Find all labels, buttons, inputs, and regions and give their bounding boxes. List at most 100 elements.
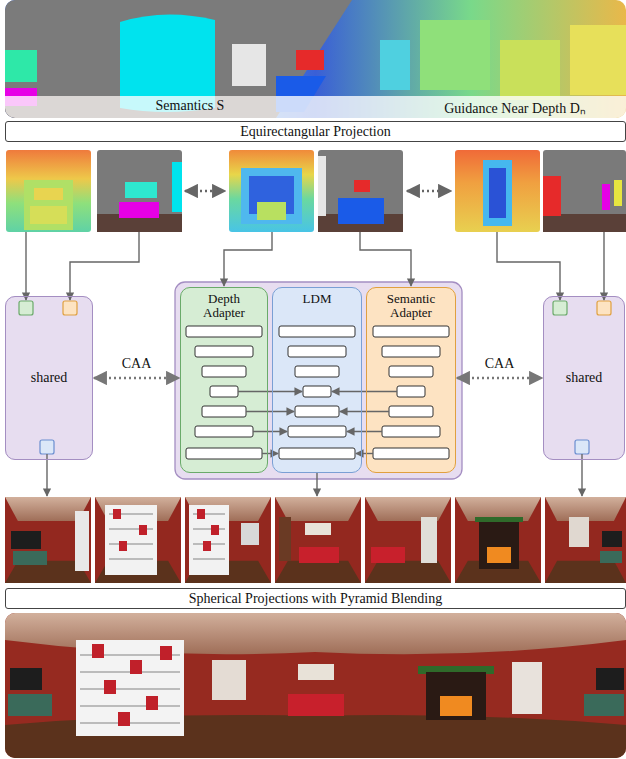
ceiling [455,497,541,521]
depth-block [257,202,286,220]
port-square [597,301,611,315]
arrow [185,190,225,192]
floor [365,561,451,583]
edge-label: CAA [120,356,154,372]
semantic-view-bg [97,150,182,232]
sofa [288,694,344,716]
arrow [253,431,287,432]
port-square [63,301,77,315]
arrow [356,453,373,454]
wall [5,497,91,583]
shelf-line [193,528,225,530]
adapter-fill [180,287,268,473]
unet-block [279,448,355,459]
stocking [139,525,147,535]
stocking [203,541,211,551]
output-view [275,497,361,583]
semantic-object [296,50,324,70]
stocking [92,644,104,658]
panel-label: Guidance Near Depth Dₙ [444,98,586,117]
semantic-object [172,162,182,212]
depth-block [380,40,410,90]
semantic-object [5,50,37,82]
semantic-view-bg [543,150,626,232]
shelf [75,511,89,571]
unet-block [202,366,246,377]
semantic-object [614,180,622,206]
semantic-object [232,44,266,86]
semantic-object [125,182,157,198]
wall [545,497,626,583]
port-square [19,301,33,315]
unet-block [210,386,238,397]
model-block: LDM [272,287,362,473]
adapter-fill [366,287,456,473]
label-strip [5,96,626,118]
wall [95,497,181,583]
depth-view-bg [455,150,540,232]
window [241,523,259,545]
fire [440,696,472,716]
unet-block [389,406,433,417]
depth-block [420,20,490,90]
ldm-fill [272,287,362,473]
arrow [46,454,47,496]
arrow [332,391,397,392]
panel-label: Semantics S [156,98,225,114]
garland [475,517,523,522]
unet-block [389,366,433,377]
depth-block [241,168,302,224]
unet-block [195,346,253,357]
depth-block [489,168,506,218]
depth-block [570,25,626,95]
model-housing [175,282,462,479]
box-label: shared [566,370,603,385]
tv [11,531,41,549]
door [279,517,291,561]
bookshelf [189,505,229,575]
unet-block [288,346,346,357]
shelf-line [193,558,225,560]
wall [185,497,271,583]
output-view [5,497,91,583]
depth-view [455,150,540,232]
attention-connector [457,377,542,379]
output-view [95,497,181,583]
port-square [575,440,589,454]
stocking [197,509,205,519]
depth-block [24,180,73,230]
tv [596,668,624,690]
unet-block [295,366,339,377]
band-label: Equirectangular Projection [240,124,390,139]
semantic-object [543,176,561,216]
door [421,517,437,563]
depth-view-bg [229,150,314,232]
semantic-floor [543,214,626,232]
arrow [340,411,389,412]
tv [10,668,42,690]
unet-block [382,346,440,357]
shelf-line [109,558,153,560]
box-label: LDM [303,292,332,306]
sofa [371,547,405,563]
arrow [581,454,582,496]
box-label: Semantic Adapter [380,292,442,321]
depth-map [5,0,626,118]
band-label: Spherical Projections with Pyramid Blend… [189,591,443,606]
attention-connector [94,377,179,379]
stocking [160,646,172,660]
stocking [104,680,116,694]
shelf-line [80,688,180,690]
stocking [118,712,130,726]
panorama-output [5,613,626,758]
semantic-object [354,180,370,192]
arrow [497,232,560,300]
stocking [119,541,127,551]
ceiling [365,497,451,521]
depth-view-bg [6,150,91,232]
edge-label: CAA [483,356,517,372]
semantic-view [318,150,403,232]
floor [545,561,626,583]
arrow [25,232,26,300]
window [569,517,589,547]
